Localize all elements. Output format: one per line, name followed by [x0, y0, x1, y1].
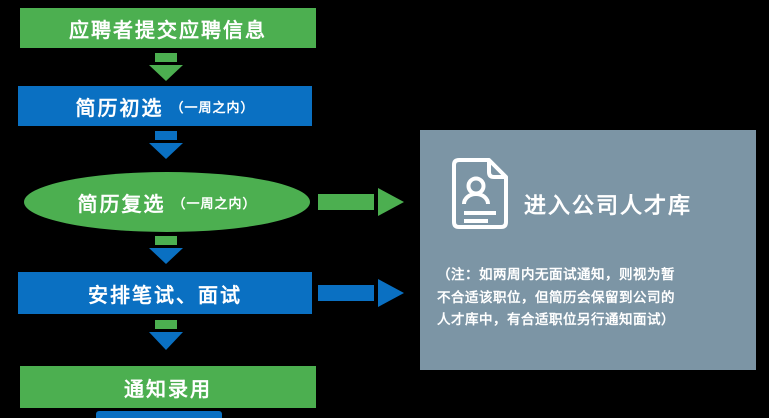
flow-step-resume-initial-screening: 简历初选 （一周之内）: [18, 86, 312, 126]
arrow-stub: [155, 53, 177, 62]
arrow-down-icon: [148, 131, 184, 159]
arrow-stub: [155, 236, 177, 245]
talent-pool-note-line: 不合适该职位，但简历会保留到公司的: [437, 289, 675, 305]
arrow-down-icon: [148, 53, 184, 81]
arrow-head: [149, 65, 183, 81]
flow-step-notify-employment: 通知录用: [20, 366, 316, 408]
flow-step-resume-reselection: 简历复选 （一周之内）: [24, 172, 310, 232]
talent-pool-note: （注：如两周内无面试通知，则视为暂 不合适该职位，但简历会保留到公司的 人才库中…: [437, 264, 743, 332]
document-person-icon: [452, 158, 508, 229]
talent-pool-note-line: （注：如两周内无面试通知，则视为暂: [437, 267, 675, 282]
arrow-stub: [155, 131, 177, 140]
flow-step-submit-application: 应聘者提交应聘信息: [20, 8, 316, 48]
flow-step-label: 简历初选: [75, 97, 164, 120]
arrow-head: [378, 279, 404, 307]
flow-step-sublabel: （一周之内）: [170, 99, 255, 115]
flow-step-label: 安排笔试、面试: [88, 284, 242, 307]
arrow-head: [149, 332, 183, 350]
talent-pool-panel: 进入公司人才库 （注：如两周内无面试通知，则视为暂 不合适该职位，但简历会保留到…: [420, 130, 756, 370]
flow-step-cutoff: [96, 411, 222, 418]
arrow-stub: [155, 320, 177, 329]
arrow-down-icon: [148, 320, 184, 350]
arrow-down-icon: [148, 236, 184, 264]
talent-pool-title: 进入公司人才库: [524, 193, 693, 218]
flow-step-label: 通知录用: [124, 378, 212, 401]
flow-step-sublabel: （一周之内）: [172, 195, 257, 211]
arrow-stem: [318, 285, 374, 301]
flow-step-label: 应聘者提交应聘信息: [69, 19, 267, 42]
arrow-head: [149, 248, 183, 264]
arrow-head: [378, 188, 404, 216]
flow-step-label: 简历复选: [77, 193, 166, 216]
arrow-head: [149, 143, 183, 159]
flow-step-arrange-test-interview: 安排笔试、面试: [18, 272, 312, 314]
arrow-stem: [318, 194, 374, 210]
arrow-right-icon: [318, 188, 404, 216]
talent-pool-note-line: 人才库中，有合适职位另行通知面试）: [437, 312, 675, 328]
arrow-right-icon: [318, 279, 404, 307]
